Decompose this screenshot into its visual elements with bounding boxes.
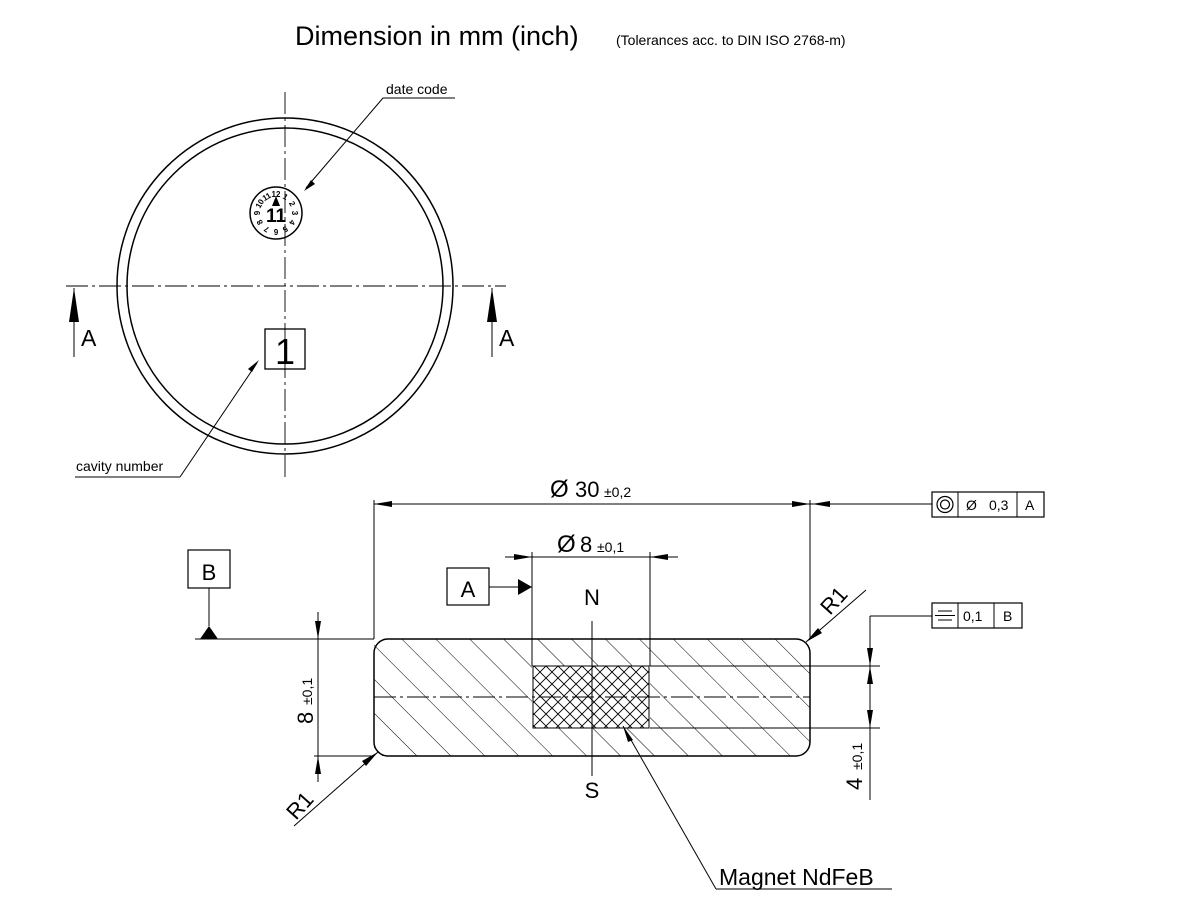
concentricity-icon [936,495,954,514]
datum-a-label: A [461,577,476,602]
date-code-number: 7 [262,224,271,234]
cavity-label: cavity number [76,458,163,474]
height-dimension: 8 ±0,1 [293,612,374,782]
section-mark-right: A [487,288,515,357]
datum-b-label: B [202,560,217,585]
outer-diameter-value: 30 [575,477,599,502]
datum-b: B [187,549,374,640]
magnet-label: Magnet NdFeB [719,864,874,890]
radius-bottom-left-label: R1 [281,787,318,825]
radius-callout-top-right: R1 [805,582,867,643]
date-code-number: 2 [287,200,297,209]
section-label-right: A [499,325,515,351]
magnet-diameter-tolerance: ±0,1 [597,539,624,555]
date-code-leader: date code [304,81,455,191]
cavity-box [264,328,306,370]
date-code-number: 9 [253,210,262,215]
height-tolerance: ±0,1 [299,678,315,705]
date-code-number: 12 [272,190,281,199]
magnet-offset-tolerance: ±0,1 [849,743,865,770]
symmetry-value: 0,1 [963,608,983,624]
outer-diameter-symbol: Ø [550,476,569,503]
section-mark-left: A [69,288,97,357]
date-code-number: 8 [255,218,265,227]
magnet-label-leader: Magnet NdFeB [622,725,892,890]
section-view: N S Ø 30 ±0,2 Ø 0,3 A [187,476,1045,890]
magnet-diameter-value: 8 [580,532,592,557]
date-code-number: 1 [281,192,290,202]
radius-callout-bottom-left: R1 [281,751,379,827]
date-code-number: 5 [281,224,290,234]
magnet-offset-dimension: 4 ±0,1 [650,616,880,800]
symmetry-datum: B [1003,608,1012,624]
section-label-left: A [81,325,97,351]
magnet-offset-value: 4 [842,778,867,790]
date-code-number: 4 [287,218,297,227]
date-code-number: 6 [273,227,278,236]
cavity-leader: cavity number [75,360,259,478]
radius-top-right-label: R1 [815,582,852,620]
pole-north: N [584,585,600,610]
outer-diameter-tolerance: ±0,2 [604,484,631,500]
concentricity-datum: A [1025,497,1035,513]
symmetry-icon [935,610,955,621]
concentricity-diameter-symbol: Ø [966,497,977,513]
concentricity-frame: Ø 0,3 A [931,491,1045,518]
height-value: 8 [293,712,318,724]
title-note: (Tolerances acc. to DIN ISO 2768-m) [616,32,846,48]
concentricity-value: 0,3 [989,497,1009,513]
title-main: Dimension in mm (inch) [295,21,579,51]
date-code-center: 11 [266,206,287,227]
datum-a: A [446,567,532,606]
outer-diameter-dimension: Ø 30 ±0,2 [373,476,932,639]
magnet-diameter-dimension: Ø 8 ±0,1 [505,531,678,666]
pole-south: S [585,778,600,803]
cavity-value: 1 [275,331,295,372]
magnet-diameter-symbol: Ø [557,531,576,558]
symmetry-frame: 0,1 B [870,602,1023,629]
date-code-label: date code [386,81,448,97]
date-code-number: 3 [290,211,299,216]
